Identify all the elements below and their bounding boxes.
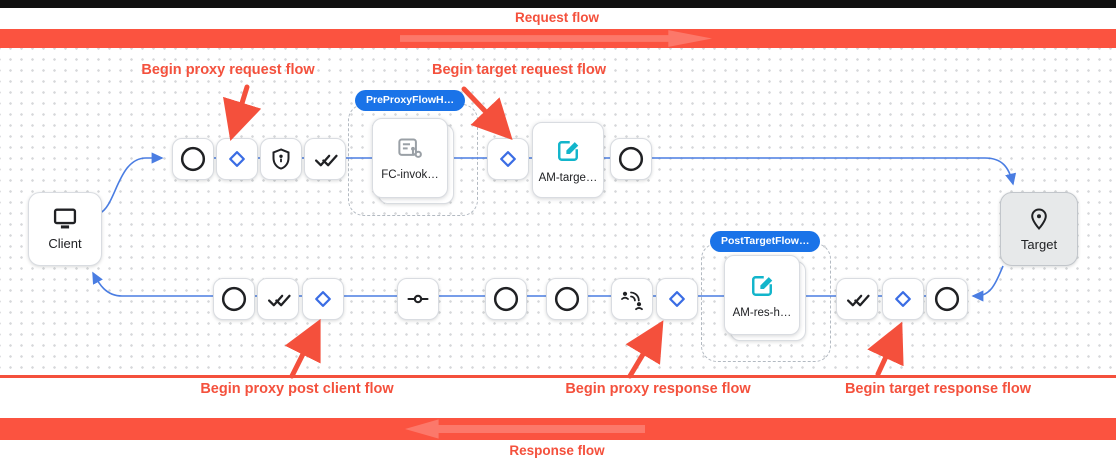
annotation-proxy-post-client: Begin proxy post client flow — [200, 381, 394, 397]
step-label: FC-invok… — [381, 168, 439, 181]
step-label: AM-targe… — [538, 171, 598, 184]
annotation-target-request: Begin target request flow — [431, 62, 607, 78]
step-node-circle-mid-1[interactable] — [485, 278, 527, 320]
circle-icon — [493, 286, 519, 312]
step-node-verify-security[interactable] — [260, 138, 302, 180]
target-endpoint[interactable]: Target — [1000, 192, 1078, 266]
step-node-post-client-flow[interactable] — [302, 278, 344, 320]
response-flow-bar — [0, 418, 1116, 440]
step-node-circle-mid-2[interactable] — [546, 278, 588, 320]
diamond-icon — [500, 151, 516, 167]
client-endpoint[interactable]: Client — [28, 192, 102, 266]
step-card-fc-invoke[interactable]: FC-invok… — [372, 118, 448, 198]
circle-icon — [934, 286, 960, 312]
step-label: AM-res-h… — [732, 306, 792, 319]
double-check-icon — [846, 294, 870, 306]
circle-icon — [618, 146, 644, 172]
circle-icon — [554, 286, 580, 312]
step-card-am-target[interactable]: AM-targe… — [532, 122, 604, 198]
double-check-icon — [267, 294, 291, 306]
step-node-double-check-request[interactable] — [304, 138, 346, 180]
canvas-bottom-divider — [0, 375, 1116, 378]
target-label: Target — [1020, 237, 1058, 252]
step-card-am-response[interactable]: AM-res-h… — [724, 255, 800, 335]
pre-proxy-flow-badge[interactable]: PreProxyFlowH… — [355, 90, 466, 111]
edit-square-icon — [558, 140, 579, 161]
step-node-connect[interactable] — [611, 278, 653, 320]
step-node-proxy-request-flow[interactable] — [216, 138, 258, 180]
annotation-proxy-request: Begin proxy request flow — [141, 62, 315, 78]
step-node-proxy-response-flow[interactable] — [656, 278, 698, 320]
diamond-icon — [895, 291, 911, 307]
left-arrow-shape — [405, 419, 645, 439]
post-target-flow-badge[interactable]: PostTargetFlow… — [710, 231, 821, 252]
step-node-target-request-flow[interactable] — [487, 138, 529, 180]
right-arrow-shape — [400, 30, 712, 47]
request-flow-title: Request flow — [514, 10, 600, 25]
request-flow-bar — [0, 29, 1116, 48]
diamond-icon — [669, 291, 685, 307]
location-pin-icon — [1031, 208, 1047, 230]
edit-square-icon — [752, 275, 773, 296]
diamond-icon — [315, 291, 331, 307]
annotation-target-response: Begin target response flow — [844, 381, 1032, 397]
step-node-double-check-response[interactable] — [257, 278, 299, 320]
double-check-icon — [314, 154, 338, 166]
annotation-proxy-response: Begin proxy response flow — [565, 381, 751, 397]
commit-icon — [407, 294, 429, 304]
flow-callout-icon — [398, 138, 422, 158]
step-node-request-start[interactable] — [172, 138, 214, 180]
diamond-icon — [229, 151, 245, 167]
step-node-response-end[interactable] — [213, 278, 255, 320]
flow-canvas — [0, 48, 1116, 375]
step-node-request-end[interactable] — [610, 138, 652, 180]
circle-icon — [180, 146, 206, 172]
connect-icon — [621, 291, 643, 311]
circle-icon — [221, 286, 247, 312]
client-label: Client — [48, 236, 82, 251]
step-node-target-response-flow[interactable] — [882, 278, 924, 320]
shield-icon — [272, 148, 290, 170]
step-node-response-start[interactable] — [926, 278, 968, 320]
monitor-icon — [53, 208, 77, 229]
step-node-double-check-target[interactable] — [836, 278, 878, 320]
top-black-bar — [0, 0, 1116, 8]
step-node-commit[interactable] — [397, 278, 439, 320]
response-flow-title: Response flow — [509, 443, 605, 458]
